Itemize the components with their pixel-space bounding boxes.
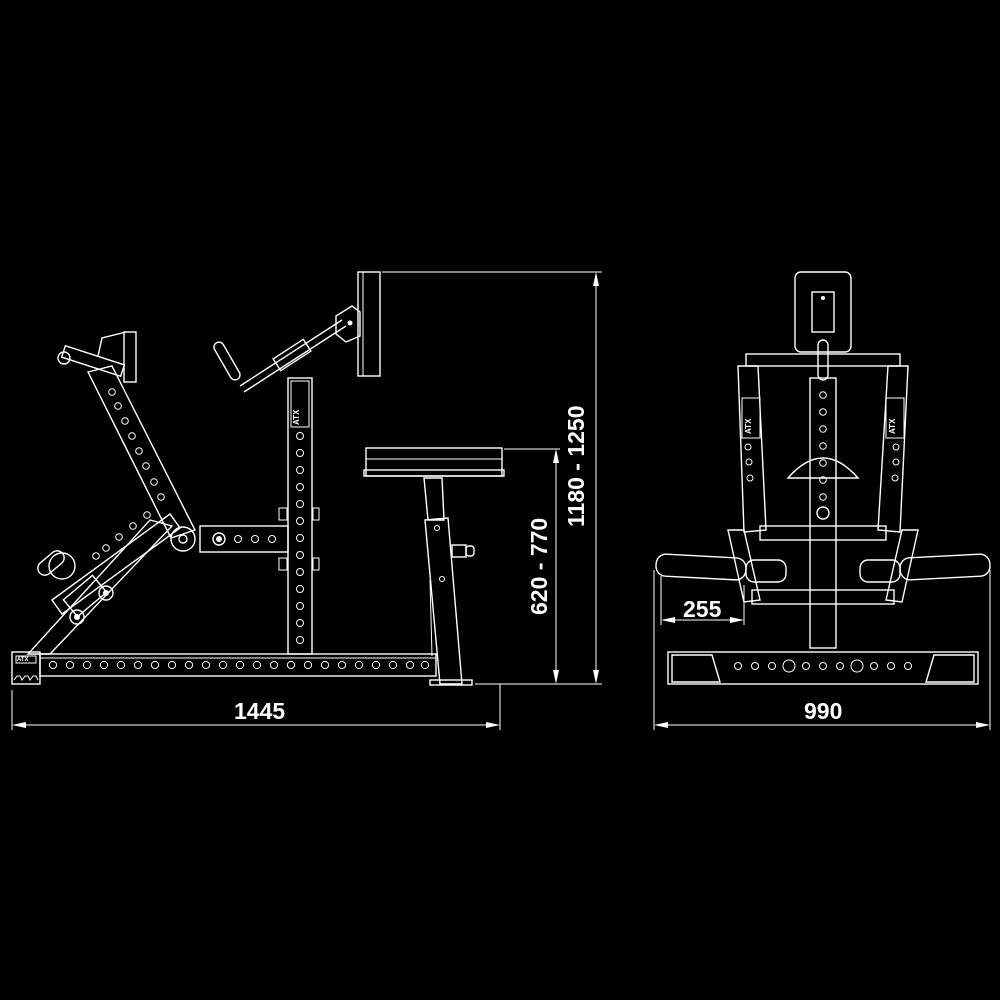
dimension-overall-height: 1180 - 1250 (563, 405, 589, 527)
dimension-side-length: 1445 (234, 698, 286, 724)
brand-logo-side: ATX (292, 409, 301, 425)
brand-logo-endcap: ATX (17, 657, 29, 663)
side-dimension-lines (11, 271, 602, 730)
brand-logo-front-left: ATX (744, 418, 753, 434)
front-view (655, 271, 991, 685)
brand-logo-front-right: ATX (888, 418, 897, 434)
dimension-seat-height: 620 - 770 (526, 517, 552, 615)
dimension-front-width: 990 (804, 698, 843, 724)
front-dimension-lines (653, 570, 991, 730)
side-view (11, 271, 505, 686)
dimension-handle-length: 255 (683, 596, 722, 622)
